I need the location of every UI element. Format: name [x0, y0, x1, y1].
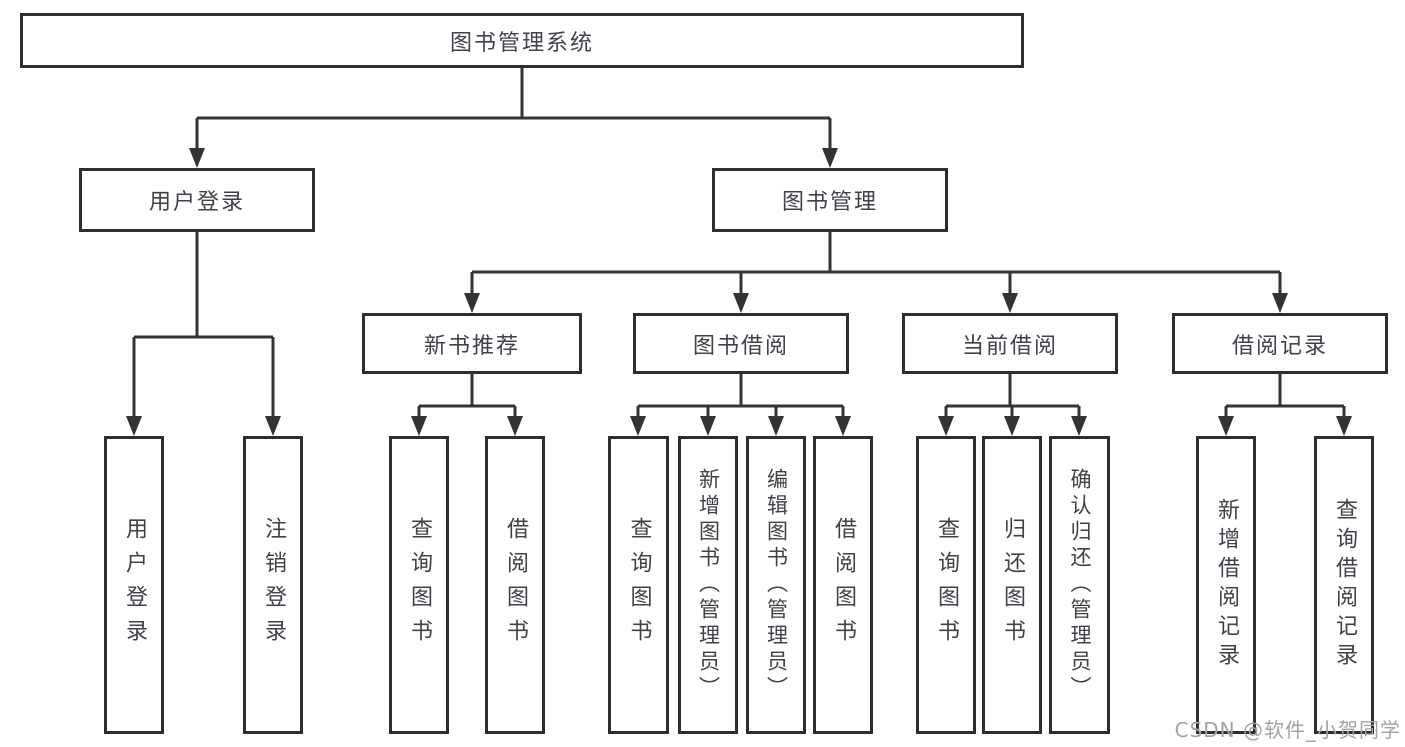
connector-book-mgmt-children	[464, 232, 1288, 313]
node-borrow-books-rec: 借阅图书	[485, 436, 545, 734]
node-user-login-leaf: 用户登录	[104, 436, 164, 734]
node-edit-books-admin: 编辑图书（管理员）	[746, 436, 806, 734]
node-return-books: 归还图书	[982, 436, 1042, 734]
node-current-borrow: 当前借阅	[902, 313, 1118, 374]
node-library-management-system: 图书管理系统	[20, 13, 1024, 68]
node-query-borrow-record: 查询借阅记录	[1314, 436, 1374, 734]
connector-new-book-rec-children	[411, 374, 523, 436]
node-user-login: 用户登录	[79, 168, 315, 232]
node-query-books-borrow: 查询图书	[608, 436, 669, 734]
connector-root-to-level2	[189, 68, 838, 168]
node-book-borrow: 图书借阅	[633, 313, 849, 374]
connector-user-login-children	[126, 232, 281, 436]
connector-borrow-record-children	[1218, 374, 1352, 436]
connector-current-borrow-children	[938, 374, 1087, 436]
node-confirm-return-admin: 确认归还（管理员）	[1049, 436, 1110, 734]
node-new-book-recommend: 新书推荐	[362, 313, 582, 374]
node-logout: 注销登录	[243, 436, 303, 734]
node-borrow-records: 借阅记录	[1172, 313, 1388, 374]
node-book-management: 图书管理	[712, 168, 948, 232]
connector-book-borrow-children	[630, 374, 851, 436]
node-query-books-current: 查询图书	[916, 436, 976, 734]
node-query-books-rec: 查询图书	[389, 436, 449, 734]
node-add-borrow-record: 新增借阅记录	[1196, 436, 1256, 734]
node-borrow-books-leaf: 借阅图书	[813, 436, 873, 734]
node-add-books-admin: 新增图书（管理员）	[678, 436, 738, 734]
